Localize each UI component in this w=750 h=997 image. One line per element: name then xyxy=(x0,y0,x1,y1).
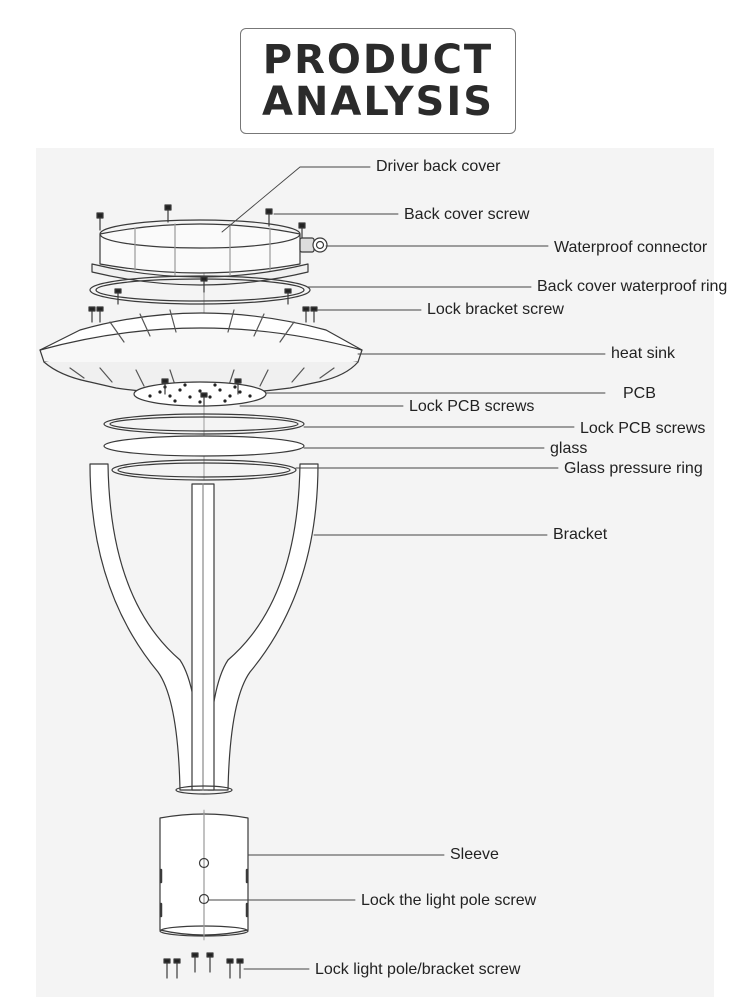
back-cover-screw-group xyxy=(96,204,306,241)
back-cover-screw-1 xyxy=(96,212,104,231)
title-badge: PRODUCT ANALYSIS xyxy=(240,28,516,134)
label-pcb: PCB xyxy=(623,385,656,402)
pcb-ring xyxy=(103,413,305,435)
label-lock-light-pole-bracket-screw: Lock light pole/bracket screw xyxy=(315,961,521,978)
title-line-2: ANALYSIS xyxy=(261,79,495,125)
label-lock-bracket-screw: Lock bracket screw xyxy=(427,301,564,318)
back-cover-screw-2 xyxy=(164,204,172,223)
leader-driver-back-cover xyxy=(221,166,371,233)
label-back-cover-screw: Back cover screw xyxy=(404,206,530,223)
label-waterproof-connector: Waterproof connector xyxy=(554,239,708,256)
diagram-panel xyxy=(36,148,714,997)
bracket xyxy=(89,463,319,795)
label-lock-pcb-screws-1: Lock PCB screws xyxy=(409,398,535,415)
label-sleeve: Sleeve xyxy=(450,846,499,863)
back-cover-screw-3 xyxy=(265,208,273,227)
back-cover-waterproof-ring xyxy=(89,275,311,305)
label-driver-back-cover: Driver back cover xyxy=(376,158,501,175)
label-glass: glass xyxy=(550,440,588,457)
label-glass-pressure-ring: Glass pressure ring xyxy=(564,460,703,477)
lock-bracket-screw-group xyxy=(88,276,318,323)
driver-back-cover xyxy=(91,219,309,286)
pcb xyxy=(133,381,267,407)
sleeve xyxy=(159,811,249,937)
label-back-cover-waterproof-ring: Back cover waterproof ring xyxy=(537,278,728,295)
label-heat-sink: heat sink xyxy=(611,345,676,362)
glass-pressure-ring xyxy=(111,459,297,481)
leader-lines xyxy=(208,166,606,970)
label-lock-pcb-screws-2: Lock PCB screws xyxy=(580,420,706,437)
glass-disc xyxy=(103,435,305,457)
label-bracket: Bracket xyxy=(553,526,608,543)
lock-light-pole-bracket-screw-group xyxy=(163,952,244,979)
waterproof-connector xyxy=(299,237,328,253)
lock-pcb-screw-group-1 xyxy=(161,378,242,407)
heat-sink xyxy=(39,309,363,395)
label-lock-light-pole-screw: Lock the light pole screw xyxy=(361,892,537,909)
title-line-1: PRODUCT xyxy=(262,37,494,83)
